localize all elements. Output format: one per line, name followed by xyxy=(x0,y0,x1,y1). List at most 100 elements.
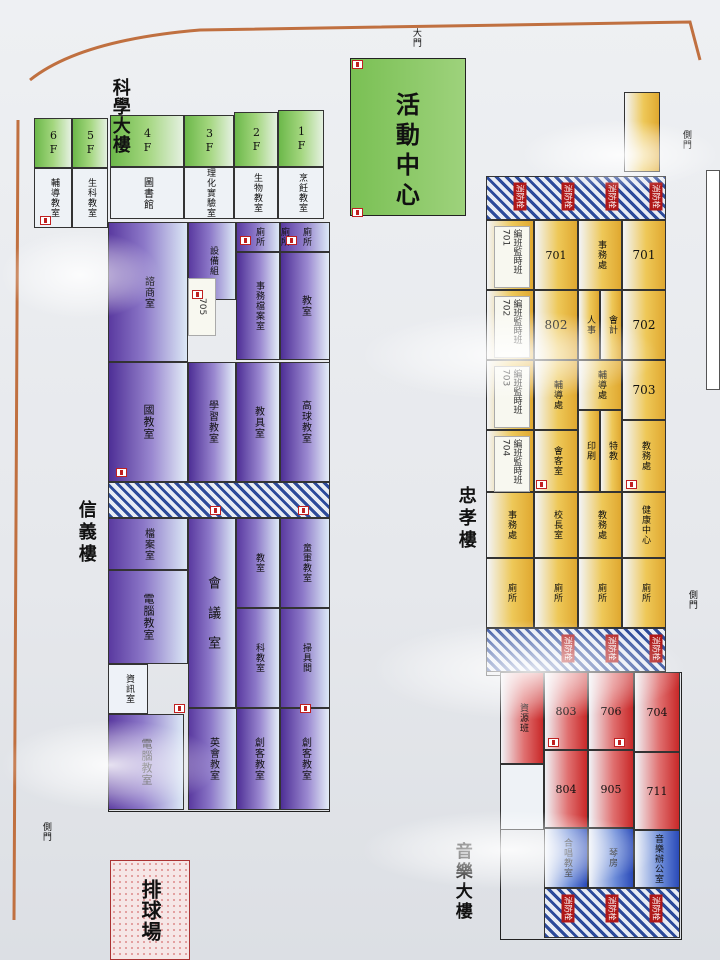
biology-classroom: 生物教室 xyxy=(234,167,278,219)
room-905: 905 xyxy=(588,750,634,828)
fire-marker xyxy=(614,738,625,747)
fire-marker xyxy=(300,704,311,713)
library: 圖書館 xyxy=(110,167,184,219)
english-classroom: 英會教室 xyxy=(188,708,238,810)
room-711: 711 xyxy=(634,752,680,830)
fire-tag: 消防栓 xyxy=(649,182,663,211)
floor-6f: 6F xyxy=(34,118,72,168)
piano-room: 琴房 xyxy=(588,828,634,888)
note-702: 編班監時班 702 xyxy=(494,296,530,358)
counseling-office-z: 輔導處 xyxy=(534,360,578,430)
fire-marker xyxy=(352,60,363,69)
special-ed-room: 特教 xyxy=(600,410,622,492)
resource-class: 資源班 xyxy=(500,672,544,764)
fire-tag: 消防栓 xyxy=(605,894,619,923)
health-center: 健康中心 xyxy=(622,492,666,558)
room-704: 704 xyxy=(634,672,680,752)
side-building xyxy=(624,92,660,172)
side-gate-label-3: 側門 xyxy=(40,822,51,842)
counseling-room: 諮商室 xyxy=(108,222,188,362)
volleyball-court: 排球場 xyxy=(110,860,190,960)
meeting-room: 會 議 室 xyxy=(188,518,236,708)
affairs-office-2: 事務處 xyxy=(486,492,534,558)
chem-lab: 理化實驗室 xyxy=(184,167,234,219)
printing-room: 印刷 xyxy=(578,410,600,492)
music-office: 音樂辦公室 xyxy=(634,830,680,888)
zhongxiao-hatch-bottom xyxy=(486,628,666,672)
info-room: 資訊室 xyxy=(108,664,148,714)
floor-1f: 1F xyxy=(278,110,324,167)
science-building-title: 科學大樓 xyxy=(109,78,131,154)
floor-4f: 4F xyxy=(110,115,184,167)
note-703: 編班監時班 703 xyxy=(494,366,530,428)
principal-office: 校長室 xyxy=(534,492,578,558)
fire-marker xyxy=(352,208,363,217)
room-701-a: 701 xyxy=(534,220,578,290)
scout-classroom: 童軍教室 xyxy=(280,518,330,608)
floor-2f: 2F xyxy=(234,112,278,167)
side-gate-label-2: 側門 xyxy=(686,590,697,610)
accounting-office: 會計 xyxy=(600,290,622,360)
restroom-z3: 廁所 xyxy=(578,558,622,628)
fire-tag: 消防栓 xyxy=(513,182,527,211)
xinyi-building-title: 信義樓 xyxy=(75,500,97,566)
room-702: 702 xyxy=(622,290,666,360)
fire-marker xyxy=(626,480,637,489)
golf-classroom: 高球教室 xyxy=(280,362,330,482)
fire-tag: 消防栓 xyxy=(649,894,663,923)
fire-tag: 消防栓 xyxy=(561,182,575,211)
right-edge-building xyxy=(706,170,720,390)
floor-3f: 3F xyxy=(184,115,234,167)
fire-marker xyxy=(548,738,559,747)
restroom-z2: 廁所 xyxy=(534,558,578,628)
personnel-office: 人事 xyxy=(578,290,600,360)
fire-tag: 消防栓 xyxy=(561,894,575,923)
study-classroom: 學習教室 xyxy=(188,362,236,482)
room-804: 804 xyxy=(544,750,588,828)
note-701: 編班監時班 701 xyxy=(494,226,530,288)
fire-marker xyxy=(116,468,127,477)
note-704: 編班監時班 704 xyxy=(494,436,530,492)
academic-office-2: 教務處 xyxy=(578,492,622,558)
fire-marker xyxy=(192,290,203,299)
room-706: 706 xyxy=(588,672,634,750)
music-empty-cell xyxy=(500,764,544,830)
fire-tag: 消防栓 xyxy=(605,182,619,211)
restroom-z1: 廁所 xyxy=(486,558,534,628)
zhongxiao-building-title: 忠孝樓 xyxy=(455,486,477,552)
choir-classroom: 合唱教室 xyxy=(544,828,588,888)
activity-center xyxy=(350,58,466,216)
fire-tag: 消防栓 xyxy=(561,634,575,663)
science-classroom: 科教室 xyxy=(236,608,280,708)
fire-marker xyxy=(298,506,309,515)
biotech-classroom: 生科教室 xyxy=(72,168,108,228)
teaching-aids-room: 教具室 xyxy=(236,362,280,482)
room-703: 703 xyxy=(622,360,666,420)
side-gate-label-1: 側門 xyxy=(680,130,691,150)
storage-room: 掃具間 xyxy=(280,608,330,708)
archive-room: 檔案室 xyxy=(108,518,188,570)
restroom-cluster: 廁所 xyxy=(278,227,289,247)
classroom-b: 教室 xyxy=(280,252,330,360)
classroom-c: 創客教室 xyxy=(280,708,330,810)
counseling-office: 輔導處 xyxy=(578,360,622,410)
national-classroom: 國教室 xyxy=(108,362,188,482)
fire-marker xyxy=(286,236,297,245)
floor-5f: 5F xyxy=(72,118,108,168)
fire-marker xyxy=(536,480,547,489)
fire-tag: 消防栓 xyxy=(605,634,619,663)
affairs-office: 事務處 xyxy=(578,220,622,290)
fire-marker xyxy=(210,506,221,515)
computer-room-b: 電腦教室 xyxy=(108,714,184,810)
restroom-z4: 廁所 xyxy=(622,558,666,628)
affairs-archive: 事務檔案室 xyxy=(236,252,280,360)
counsel-classroom: 輔導教室 xyxy=(34,168,72,228)
room-701: 701 xyxy=(622,220,666,290)
music-building-title: 音樂大樓 xyxy=(451,842,472,922)
room-802: 802 xyxy=(534,290,578,360)
activity-center-title: 活動中心 xyxy=(391,92,421,212)
fire-marker xyxy=(40,216,51,225)
classroom-a: 創客教室 xyxy=(236,708,280,810)
